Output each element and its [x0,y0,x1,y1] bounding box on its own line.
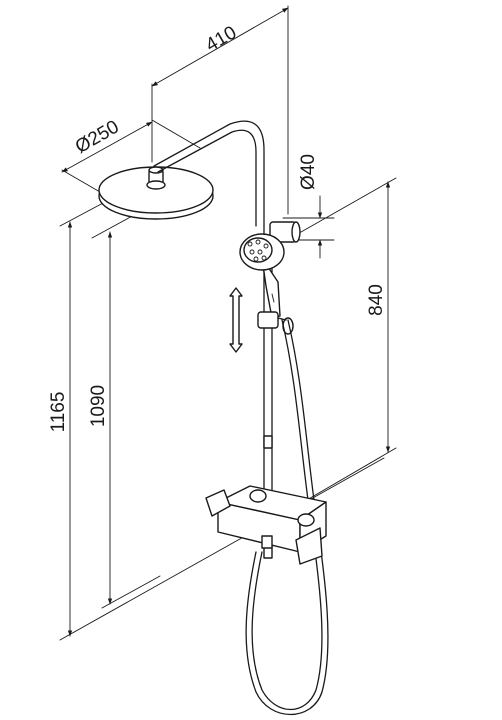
shower-head-nut [146,180,166,190]
thermostatic-mixer [205,485,327,565]
nozzle-dot [261,255,267,261]
h840-extension-line-top [293,177,397,237]
dimension-head-height: 1090 [88,189,181,609]
slider-arm [277,317,287,321]
riser-pipe-joint [263,435,273,449]
head-dimension-line [61,121,153,173]
head-diameter-label: Ø250 [72,117,123,158]
shower-arm-inner [157,129,257,227]
h1165-label: 1165 [48,392,69,433]
nozzle-dot [249,249,255,255]
double-arrow-shape [229,287,243,353]
mixer-hose-outlet [297,513,315,527]
head-extension-line-right [151,119,201,149]
floor-reference-line [59,457,385,641]
nozzle-dot [253,256,259,262]
height-adjust-arrow-icon [229,287,243,353]
head-extension-line-left [61,169,101,193]
dimension-hand-shower-height: 840 [293,177,397,505]
mixer-wall-connector [261,535,273,549]
h840-extension-line-bottom [299,447,397,505]
shower-arm-outer [153,120,265,227]
hose-inner [245,319,329,715]
nozzle-dot [257,249,263,255]
mixer-left-handle [205,489,231,517]
collar-face [291,221,301,243]
hand-shower [239,233,285,319]
width-dimension-line [151,7,289,87]
shower-hose [245,319,329,715]
h1090-extension-line-bottom [101,575,161,609]
nozzle-dot [255,239,261,245]
nozzle-dot [263,243,269,249]
shower-arm [153,120,265,227]
nozzle-dot [247,241,253,247]
overhead-shower-head [98,166,214,220]
h1090-label: 1090 [88,385,109,427]
h840-label: 840 [366,284,387,316]
mixer-riser-connector [249,489,267,503]
slider-body [257,311,279,329]
dimension-total-height: 1165 [48,193,385,641]
slider-holder [257,311,294,335]
hose-outer [251,319,323,711]
pipe-collar [269,221,301,243]
hand-shower-button [271,293,275,303]
pipe-diameter-label: Ø40 [298,154,319,190]
width-dimension-label: 410 [202,22,240,56]
mixer-right-handle [295,527,323,565]
